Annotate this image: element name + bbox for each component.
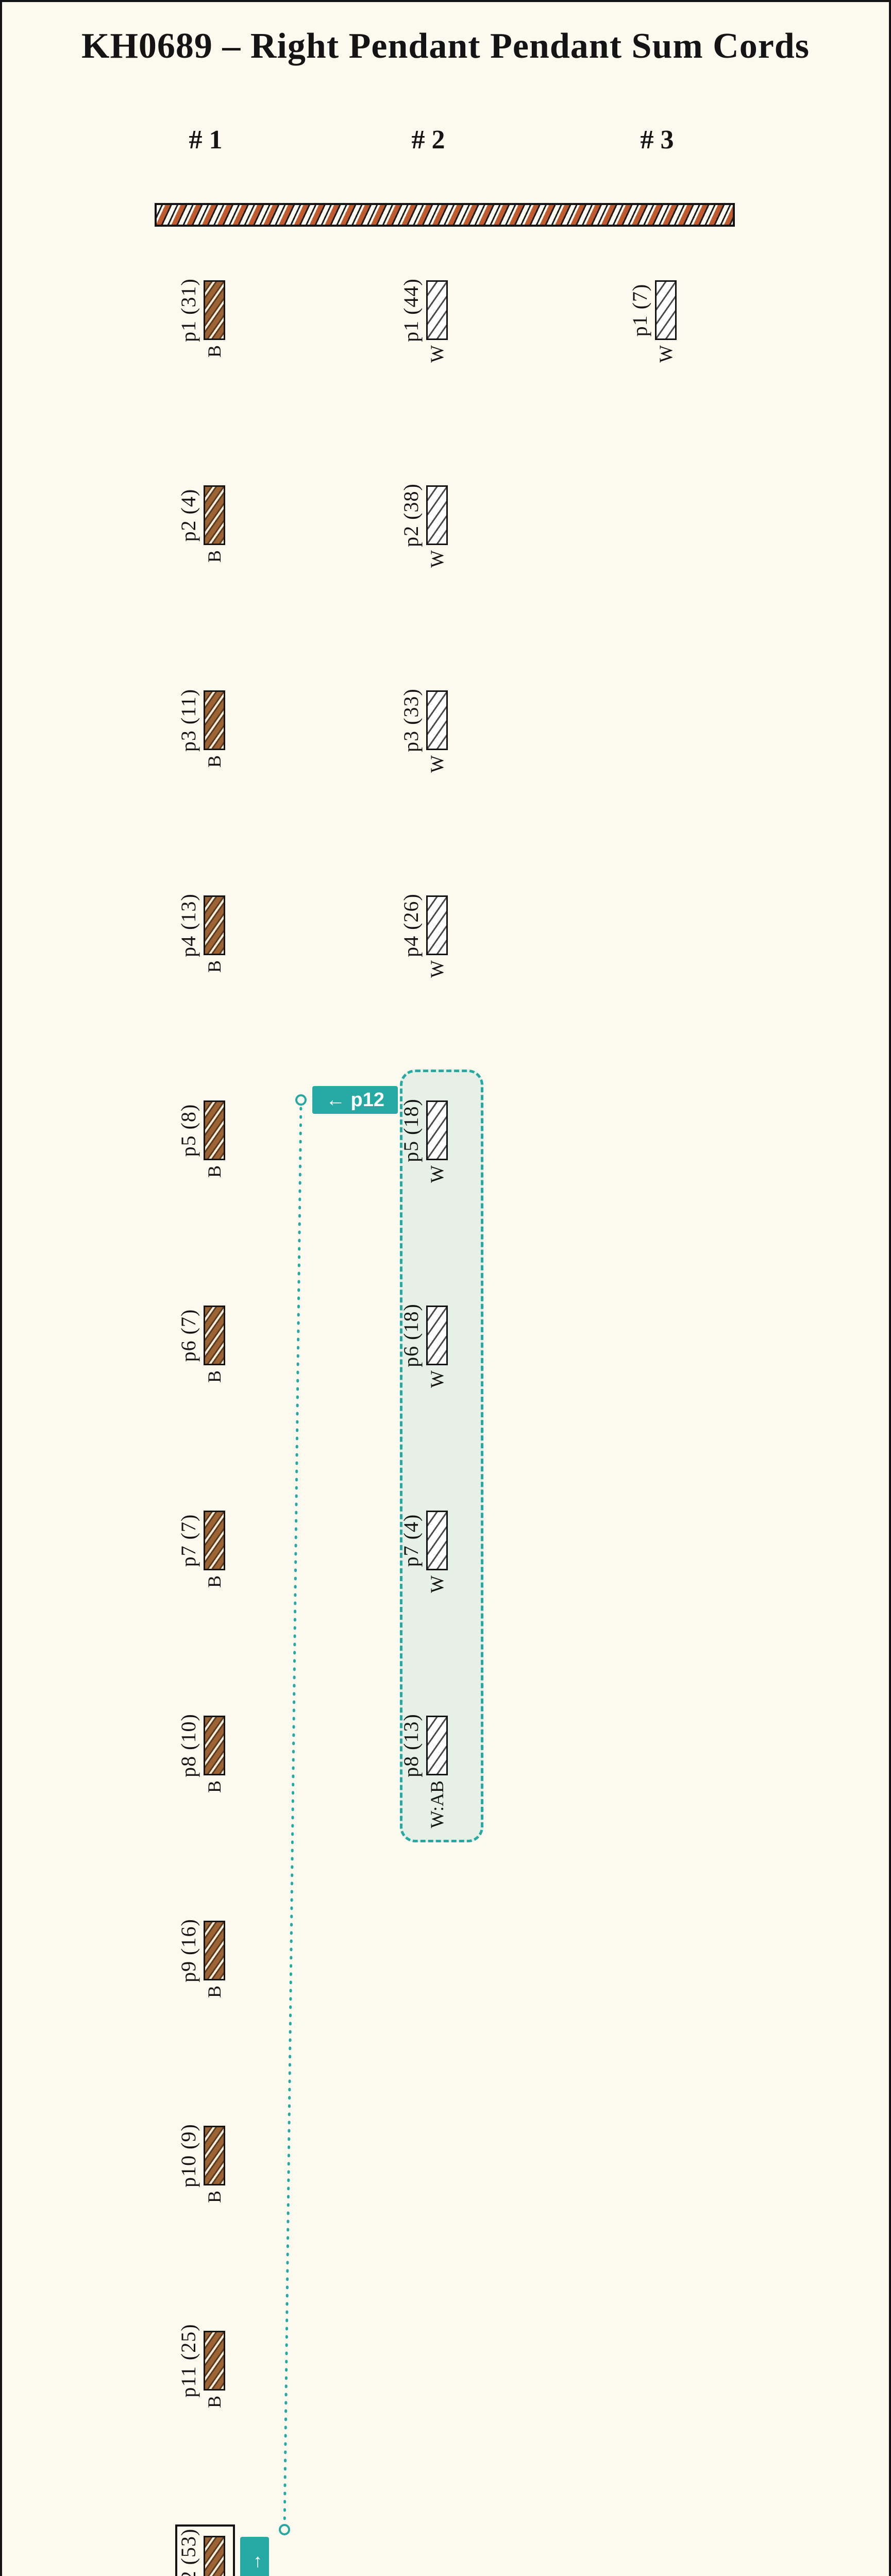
- sum-connector-endpoint-top: [295, 1094, 307, 1106]
- pendant-cord: [204, 2126, 225, 2185]
- pendant-color-code: B: [204, 345, 225, 358]
- pendant-color-code: B: [204, 1575, 225, 1588]
- pendant-color-code: B: [204, 550, 225, 563]
- column-header-1: # 1: [189, 125, 223, 155]
- pendant-cord: [204, 690, 225, 750]
- pendant-color-code: W: [427, 550, 447, 568]
- pendant-unit: p12 (53) B: [175, 2524, 235, 2576]
- pendant-color-code: W: [427, 960, 447, 978]
- pendant-cord: [426, 280, 448, 340]
- pendant-cord: [204, 485, 225, 545]
- column-header-2: # 2: [411, 125, 445, 155]
- primary-cord: [155, 203, 735, 227]
- pendant-label: p12 (53): [177, 2528, 200, 2576]
- pendant-color-code: B: [204, 755, 225, 768]
- pendant-unit: p10 (9) B: [177, 2124, 225, 2203]
- pendant-cord: [426, 1716, 448, 1775]
- pendant-label: p3 (33): [399, 688, 423, 752]
- pendant-unit: p3 (33) W: [399, 688, 448, 773]
- pendant-unit: p5 (18) W: [399, 1098, 448, 1183]
- pendant-unit: p2 (38) W: [399, 483, 448, 568]
- pendant-color-code: W: [427, 1370, 447, 1388]
- sum-cord-label: p12 →: [240, 2537, 269, 2576]
- pendant-cord: [426, 895, 448, 955]
- pendant-unit: p11 (25) B: [177, 2324, 225, 2408]
- pendant-label: p6 (7): [177, 1309, 200, 1362]
- pendant-cord: [204, 1511, 225, 1570]
- pendant-label: p2 (38): [399, 483, 423, 547]
- pendant-cord: [204, 2331, 225, 2391]
- sum-group-highlight: [400, 1070, 483, 1842]
- pendant-label: p8 (13): [399, 1714, 423, 1777]
- pendant-label: p4 (13): [177, 893, 200, 957]
- pendant-cord: [204, 2536, 225, 2576]
- pendant-label: p1 (7): [628, 283, 651, 337]
- pendant-cord: [204, 1921, 225, 1980]
- sum-connector-line: [283, 1098, 302, 2531]
- pendant-label: p7 (4): [399, 1514, 423, 1567]
- sum-connector-endpoint-bottom: [279, 2524, 290, 2535]
- pendant-color-code: B: [204, 960, 225, 973]
- pendant-color-code: B: [204, 2191, 225, 2204]
- pendant-cord: [426, 485, 448, 545]
- pendant-color-code: B: [204, 1781, 225, 1793]
- pendant-label: p5 (8): [177, 1104, 200, 1157]
- pendant-cord: [204, 1100, 225, 1160]
- pendant-unit: p1 (7) W: [628, 280, 677, 363]
- pendant-cord: [426, 1100, 448, 1160]
- pendant-label: p11 (25): [177, 2324, 200, 2398]
- pendant-unit: p4 (26) W: [399, 893, 448, 978]
- pendant-cord: [204, 895, 225, 955]
- pendant-label: p10 (9): [177, 2124, 200, 2188]
- pendant-color-code: B: [204, 1165, 225, 1178]
- sum-group-label: ← p12: [312, 1086, 398, 1114]
- pendant-label: p6 (18): [399, 1303, 423, 1367]
- pendant-label: p1 (44): [399, 278, 423, 342]
- pendant-label: p8 (10): [177, 1714, 200, 1777]
- pendant-cord: [426, 690, 448, 750]
- pendant-cord: [204, 1306, 225, 1365]
- pendant-color-code: W: [427, 1165, 447, 1183]
- pendant-unit: p5 (8) B: [177, 1100, 225, 1178]
- pendant-unit: p6 (18) W: [399, 1303, 448, 1388]
- pendant-cord: [655, 280, 677, 340]
- pendant-cord: [426, 1511, 448, 1570]
- pendant-label: p1 (31): [177, 278, 200, 342]
- pendant-label: p5 (18): [399, 1098, 423, 1162]
- pendant-label: p3 (11): [177, 688, 200, 752]
- pendant-unit: p1 (44) W: [399, 278, 448, 363]
- pendant-color-code: W: [427, 755, 447, 773]
- pendant-color-code: B: [204, 1986, 225, 1998]
- pendant-label: p9 (16): [177, 1919, 200, 1982]
- pendant-unit: p7 (4) W: [399, 1511, 448, 1593]
- pendant-unit: p8 (10) B: [177, 1714, 225, 1793]
- pendant-unit: p7 (7) B: [177, 1511, 225, 1588]
- pendant-color-code: W:AB: [427, 1781, 447, 1828]
- pendant-unit: p1 (31) B: [177, 278, 225, 358]
- pendant-unit: p6 (7) B: [177, 1306, 225, 1383]
- pendant-color-code: B: [204, 1370, 225, 1383]
- pendant-unit: p8 (13) W:AB: [399, 1714, 448, 1828]
- pendant-label: p2 (4): [177, 488, 200, 542]
- pendant-label: p4 (26): [399, 893, 423, 957]
- pendant-unit: p4 (13) B: [177, 893, 225, 973]
- pendant-unit: p3 (11) B: [177, 689, 225, 768]
- pendant-cord: [204, 1716, 225, 1775]
- pendant-color-code: B: [204, 2396, 225, 2409]
- column-header-3: # 3: [640, 125, 674, 155]
- pendant-label: p7 (7): [177, 1514, 200, 1567]
- pendant-cord: [204, 280, 225, 340]
- page-title: KH0689 – Right Pendant Pendant Sum Cords: [81, 26, 810, 66]
- pendant-unit: p9 (16) B: [177, 1919, 225, 1998]
- pendant-color-code: W: [427, 345, 447, 363]
- pendant-color-code: W: [655, 345, 676, 363]
- pendant-unit: p2 (4) B: [177, 485, 225, 563]
- pendant-color-code: W: [427, 1575, 447, 1593]
- pendant-cord: [426, 1306, 448, 1365]
